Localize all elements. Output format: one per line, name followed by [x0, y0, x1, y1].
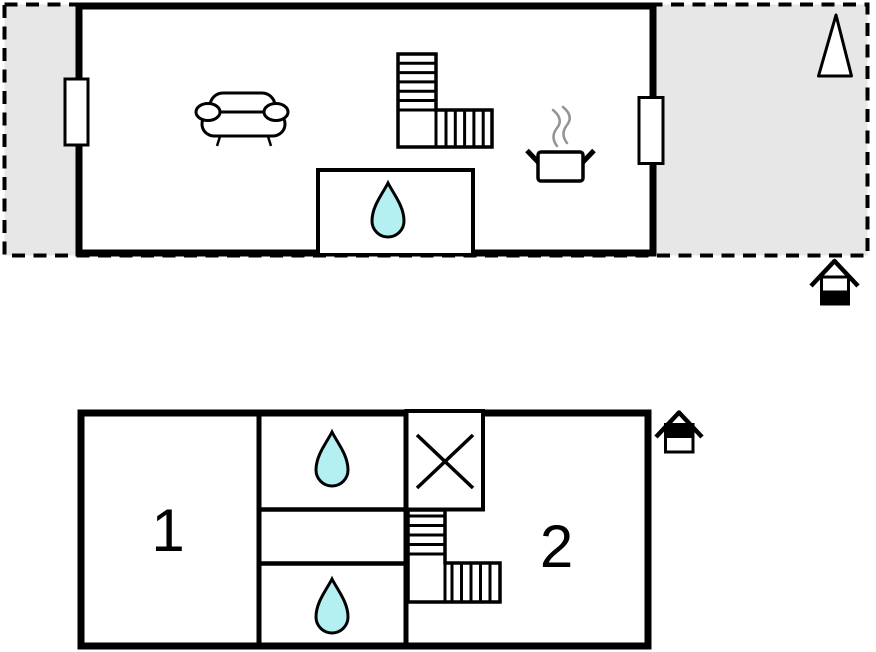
- stair-treads: [398, 61, 485, 147]
- upper-floor-plan: 1 2: [77, 409, 704, 650]
- upper-floor-indicator-icon: [654, 410, 704, 454]
- left-window-icon: [63, 77, 90, 147]
- sofa-icon: [194, 91, 290, 147]
- wardrobe-x-icon: [404, 409, 485, 512]
- stair-treads: [408, 514, 492, 602]
- tree-icon: [817, 13, 853, 78]
- room-1-label: 1: [151, 497, 184, 564]
- room-2-label: 2: [540, 513, 573, 580]
- bathroom-room: [316, 168, 475, 253]
- steam-icon: [551, 105, 571, 148]
- building-outer-walls: [77, 409, 652, 650]
- staircase-icon: [396, 52, 494, 149]
- cooking-pot-icon: [525, 105, 596, 183]
- right-window-icon: [637, 96, 665, 165]
- staircase-icon: [406, 508, 502, 604]
- ground-floor-indicator-icon: [809, 258, 860, 306]
- ground-floor-plan: [2, 2, 870, 306]
